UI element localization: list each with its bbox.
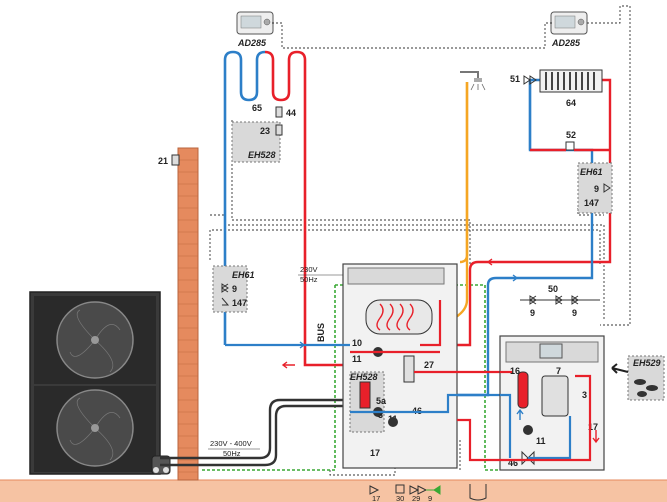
indoor-power-line1: 230V xyxy=(300,265,318,274)
outdoor-sensor-21-icon xyxy=(171,154,180,166)
label-27: 27 xyxy=(424,360,434,370)
bus-label: BUS xyxy=(316,323,326,342)
label-9-br: 9 xyxy=(572,308,577,318)
label-147-right: 147 xyxy=(584,198,599,208)
label-eh61-right: EH61 xyxy=(580,167,603,177)
valve-9-right-icon xyxy=(603,183,611,193)
shower-icon xyxy=(460,71,486,91)
label-17-a: 17 xyxy=(370,448,380,458)
label-64: 64 xyxy=(566,98,576,108)
label-21: 21 xyxy=(158,156,168,166)
outdoor-unit xyxy=(29,291,171,475)
exterior-wall xyxy=(177,147,199,481)
thermostat-right-icon xyxy=(550,11,588,35)
underfloor-heating-circuit xyxy=(223,50,350,367)
label-bottom-29: 29 xyxy=(412,494,420,502)
label-bottom-17: 17 xyxy=(372,494,380,502)
label-147-left: 147 xyxy=(232,298,247,308)
label-eh528-inner: EH528 xyxy=(350,372,378,382)
label-9-left: 9 xyxy=(232,284,237,294)
valve-51-icon xyxy=(523,75,537,85)
eh529-parts-icon xyxy=(634,379,658,397)
label-11-c: 11 xyxy=(536,436,546,446)
label-11-a: 11 xyxy=(352,354,362,364)
label-52: 52 xyxy=(566,130,576,140)
label-50: 50 xyxy=(548,284,558,294)
valve-9-left-icon xyxy=(221,283,229,293)
radiator-64-icon xyxy=(539,69,603,93)
label-17-b: 17 xyxy=(588,422,598,432)
label-65: 65 xyxy=(252,103,262,113)
indoor-unit xyxy=(342,263,458,469)
label-46-b: 46 xyxy=(508,458,518,468)
filter-147-left-icon xyxy=(221,297,230,306)
secondary-module xyxy=(499,335,605,471)
label-ad285-left: AD285 xyxy=(237,38,267,48)
label-3-a: 3 xyxy=(378,410,383,420)
indoor-power-line2: 50Hz xyxy=(300,275,318,284)
sensor-44-icon xyxy=(275,106,283,118)
label-eh61-outdoor: EH61 xyxy=(232,270,255,280)
label-5a: 5a xyxy=(376,396,387,406)
label-eh528-left: EH528 xyxy=(248,150,276,160)
eh529-arrow-icon xyxy=(611,363,629,374)
label-7: 7 xyxy=(556,366,561,376)
eh61-right-option-box xyxy=(577,162,613,214)
valve-52-icon xyxy=(565,141,575,151)
label-eh529: EH529 xyxy=(633,358,661,368)
label-bottom-9: 9 xyxy=(428,494,432,502)
flow-arrows xyxy=(281,258,600,444)
outdoor-power-line2: 50Hz xyxy=(223,449,241,458)
label-9-right: 9 xyxy=(594,184,599,194)
label-bottom-30: 30 xyxy=(396,494,404,502)
thermostat-left-icon xyxy=(236,11,274,35)
label-9-bl: 9 xyxy=(530,308,535,318)
ground xyxy=(0,480,667,502)
outdoor-pipes xyxy=(160,398,350,467)
label-10: 10 xyxy=(352,338,362,348)
label-44: 44 xyxy=(286,108,296,118)
sensor-23-icon xyxy=(275,124,283,136)
outdoor-power-line1: 230V - 400V xyxy=(210,439,252,448)
label-23: 23 xyxy=(260,126,270,136)
label-51: 51 xyxy=(510,74,520,84)
label-3-b: 3 xyxy=(582,390,587,400)
bottom-fittings xyxy=(369,484,487,501)
primary-pipes xyxy=(225,300,500,414)
valve-group-50 xyxy=(520,295,600,305)
secondary-pipes xyxy=(457,370,592,462)
eh61-outdoor-option-box xyxy=(212,265,248,313)
eh528-option-box xyxy=(231,121,281,163)
label-ad285-right: AD285 xyxy=(551,38,581,48)
label-16: 16 xyxy=(510,366,520,376)
